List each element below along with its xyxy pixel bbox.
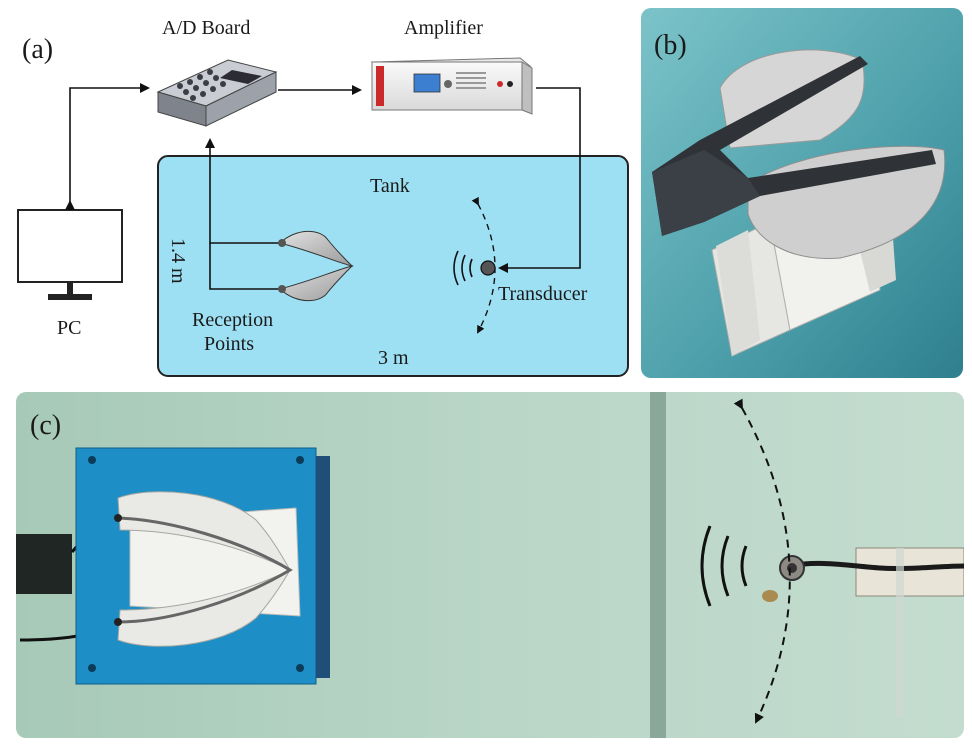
tank-label: Tank [370,175,410,197]
ad-board-label: A/D Board [162,17,250,39]
amplifier-device [370,57,533,115]
signal-connections [65,83,581,290]
transducer-symbol [453,196,496,334]
pc-label: PC [57,317,81,339]
reception-line-lower [209,243,282,290]
tank [157,155,629,377]
pc-monitor [17,209,123,300]
panel-a: (a) A/D Board [17,17,629,377]
panel-c: (c) [16,392,964,738]
reception-label-line1: Reception [192,309,273,331]
tank-glass-seam [650,392,666,738]
panel-b: (b) [641,8,963,378]
amplifier-label: Amplifier [404,17,483,39]
transducer-sweep-arrow [733,398,791,724]
transducer-holder [855,547,964,597]
amplifier-to-transducer-arrow [498,87,581,273]
reception-label-line2: Points [204,333,254,355]
sound-waves-icon [453,250,473,286]
pc-to-adboard-arrow [65,83,150,210]
cable-connector [16,534,72,594]
ad-board-device [156,59,278,127]
panel-a-label: (a) [22,34,53,65]
tank-height-label: 1.4 m [167,238,189,284]
panel-b-label: (b) [654,30,687,61]
tank-width-label: 3 m [378,347,409,369]
panel-c-label: (c) [30,410,61,441]
receiver-model [278,230,354,302]
transducer-label: Transducer [498,283,588,305]
receiver-wing-upper [117,491,292,572]
